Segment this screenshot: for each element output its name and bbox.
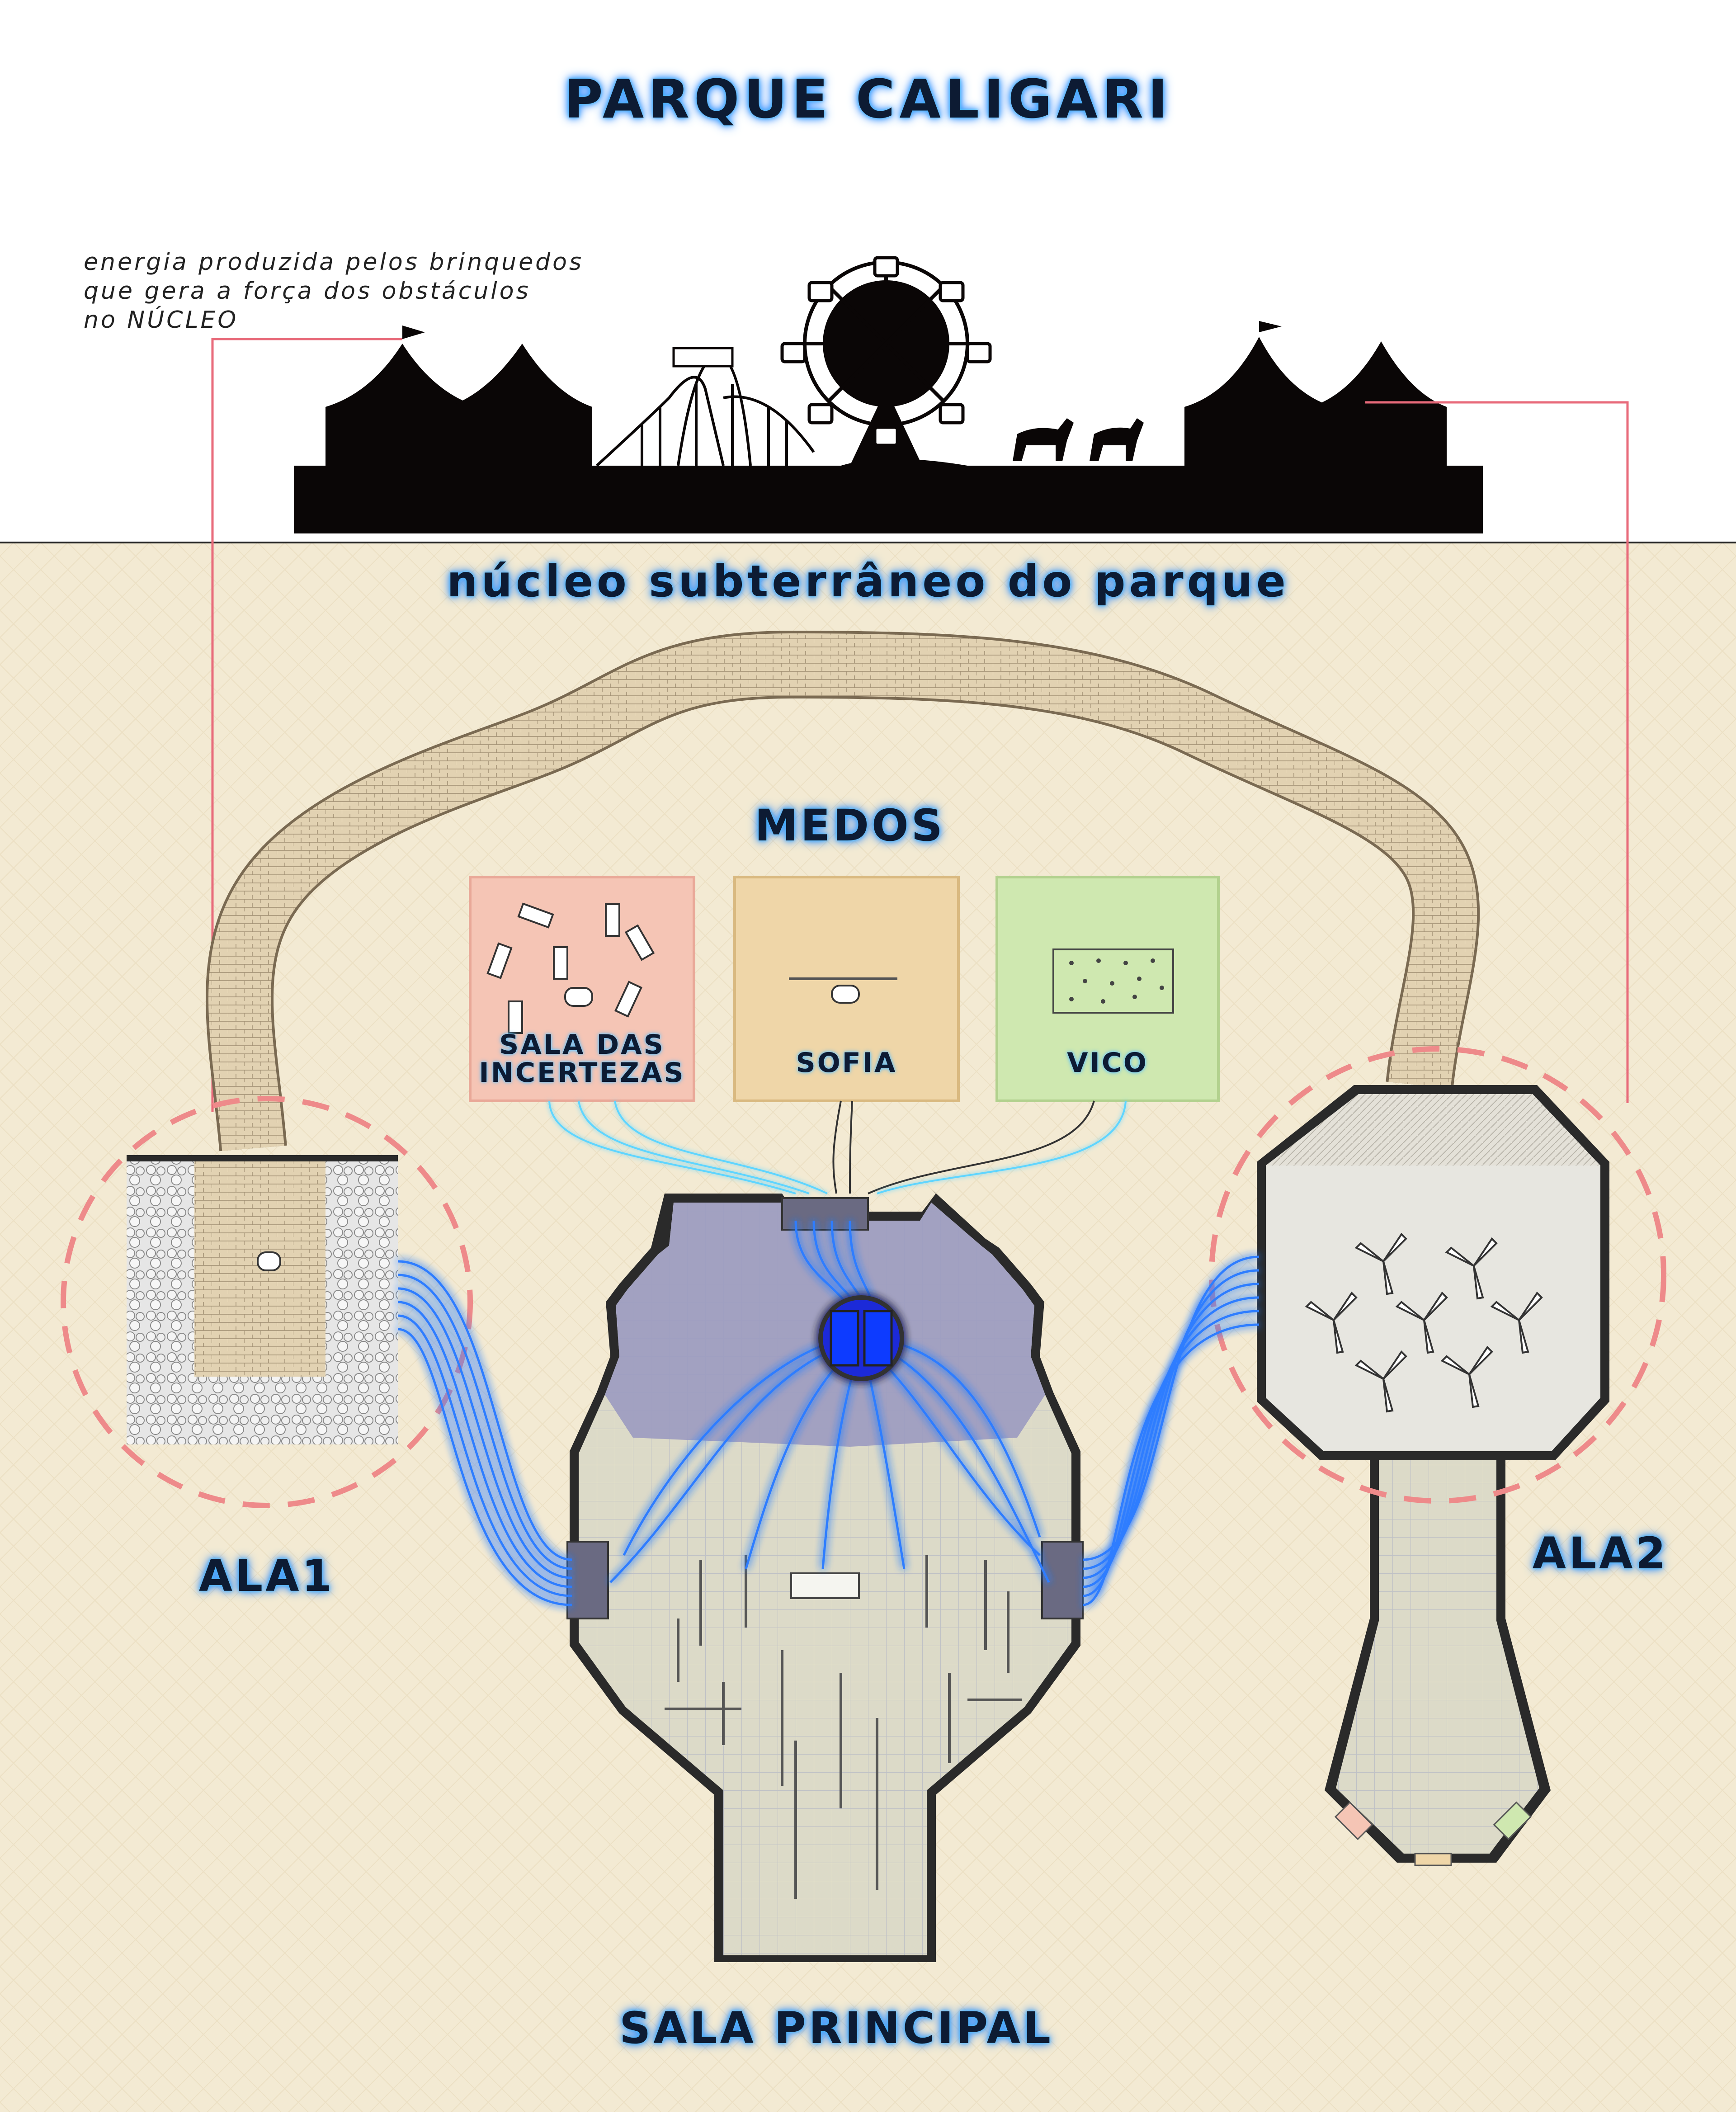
ala1-room bbox=[127, 1155, 398, 1444]
sala-das-incertezas-line1: SALA DAS bbox=[499, 1029, 665, 1061]
energy-core bbox=[818, 1295, 904, 1381]
fears-heading: MEDOS bbox=[755, 800, 945, 851]
main-room bbox=[566, 1189, 1084, 1962]
main-room-label: SALA PRINCIPAL bbox=[619, 2003, 1053, 2053]
energy-note: energia produzida pelos brinquedos que g… bbox=[84, 248, 584, 335]
character-icon bbox=[257, 1251, 281, 1271]
vico-label: VICO bbox=[1067, 1047, 1148, 1079]
ala2-label: ALA2 bbox=[1532, 1528, 1669, 1579]
ala1-ring bbox=[61, 1096, 473, 1508]
underground-subtitle: núcleo subterrâneo do parque bbox=[447, 556, 1289, 607]
room-sala-das-incertezas bbox=[469, 876, 695, 1102]
energy-note-line1: energia produzida pelos brinquedos bbox=[84, 249, 584, 276]
ala2-ring bbox=[1209, 1046, 1666, 1504]
energy-cables bbox=[397, 1220, 1260, 1606]
ala2-room bbox=[1257, 1085, 1609, 1866]
ala1-label: ALA1 bbox=[198, 1551, 335, 1601]
right-leader-line bbox=[1365, 401, 1629, 1103]
sala-das-incertezas-line2: INCERTEZAS bbox=[479, 1057, 685, 1089]
room-sofia bbox=[733, 876, 960, 1102]
sala-das-incertezas-label: SALA DAS INCERTEZAS bbox=[470, 1031, 694, 1087]
energy-note-line3: no NÚCLEO bbox=[84, 307, 239, 334]
left-leader-line bbox=[211, 338, 402, 1112]
ferris-gondolas bbox=[780, 256, 992, 447]
diagram-title: PARQUE CALIGARI bbox=[564, 68, 1172, 130]
tunnel-fill bbox=[208, 633, 1477, 1151]
fear-cables bbox=[548, 1100, 1127, 1194]
fan-obstacles bbox=[1305, 1232, 1543, 1413]
room-vico bbox=[995, 876, 1220, 1102]
energy-note-line2: que gera a força dos obstáculos bbox=[84, 278, 531, 305]
roller-coaster bbox=[595, 347, 815, 467]
sofia-label: SOFIA bbox=[796, 1047, 897, 1079]
